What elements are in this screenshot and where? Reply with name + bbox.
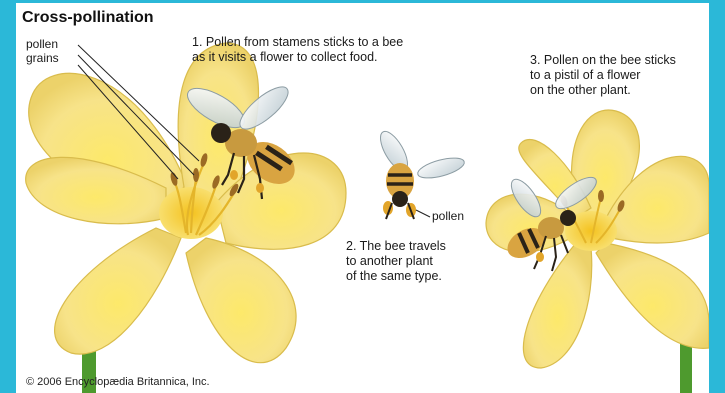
left-flower bbox=[26, 43, 346, 393]
right-petal-bottom bbox=[523, 243, 591, 368]
step-1-caption: 1. Pollen from stamens sticks to a bee a… bbox=[192, 35, 403, 65]
bee-middle bbox=[375, 127, 466, 219]
pollen-label: pollen bbox=[432, 209, 464, 224]
pollen-leader bbox=[416, 210, 430, 217]
copyright-notice: © 2006 Encyclopædia Britannica, Inc. bbox=[26, 375, 210, 390]
right-petal-lower-right bbox=[596, 243, 709, 348]
diagram-frame: Cross-pollination pollen grains 1. Polle… bbox=[16, 3, 709, 393]
bee-middle-wing-right bbox=[416, 154, 467, 182]
step-3-caption: 3. Pollen on the bee sticks to a pistil … bbox=[530, 53, 676, 98]
pollen-grains-label: pollen grains bbox=[26, 37, 59, 65]
left-petal-lower-right bbox=[186, 238, 296, 363]
step-2-caption: 2. The bee travels to another plant of t… bbox=[346, 239, 446, 284]
left-petal-bottom bbox=[55, 228, 181, 354]
diagram-title: Cross-pollination bbox=[22, 9, 154, 27]
bee-left-head bbox=[211, 123, 231, 143]
bee-right-head bbox=[560, 210, 576, 226]
bee-middle-head bbox=[392, 191, 408, 207]
bee-right-thorax bbox=[538, 217, 564, 239]
